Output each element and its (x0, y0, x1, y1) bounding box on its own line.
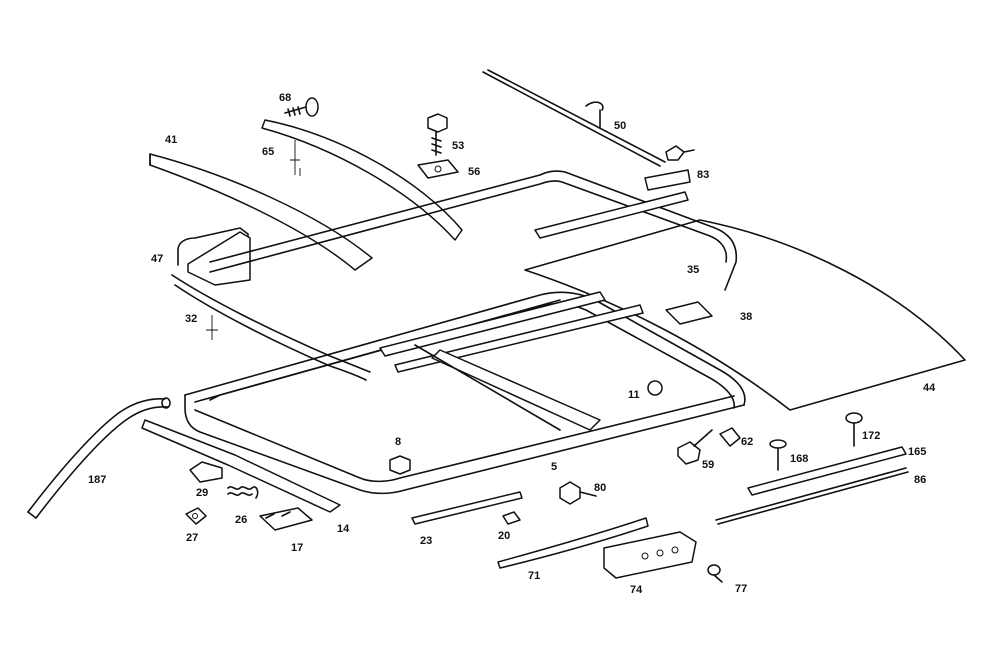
main-frame-5 (184, 291, 746, 495)
guide-17 (259, 507, 313, 531)
label-38: 38 (740, 311, 752, 323)
label-47: 47 (151, 253, 163, 265)
hex-screw-53 (427, 113, 448, 156)
bolt-80 (559, 481, 597, 505)
cable-23 (411, 491, 523, 525)
clip-20 (502, 511, 521, 525)
clip-38 (665, 301, 713, 325)
trim-bar-41 (149, 153, 373, 271)
clip-83 (665, 145, 695, 161)
label-68: 68 (279, 92, 291, 104)
frame-rail-47 (177, 227, 251, 286)
screw-172 (845, 412, 863, 447)
label-74: 74 (630, 584, 643, 596)
label-8: 8 (395, 436, 401, 448)
spring-26 (227, 486, 259, 499)
bracket-29 (189, 461, 223, 483)
label-27: 27 (186, 532, 198, 544)
screw-68 (284, 97, 319, 117)
label-20: 20 (498, 530, 510, 542)
label-56: 56 (468, 166, 480, 178)
clip-11 (647, 380, 663, 396)
label-29: 29 (196, 487, 208, 499)
label-53: 53 (452, 140, 464, 152)
label-23: 23 (420, 535, 432, 547)
cable-71 (497, 517, 649, 569)
frame-rail-32 (171, 274, 371, 381)
glass-panel-44 (524, 219, 966, 411)
curved-rail-65 (261, 119, 463, 241)
side-rail-14 (141, 419, 341, 513)
label-35: 35 (687, 264, 699, 276)
label-44: 44 (923, 382, 936, 394)
label-187: 187 (88, 474, 106, 486)
strip-165 (747, 446, 907, 496)
seal-strip-187 (27, 397, 171, 519)
label-5: 5 (551, 461, 557, 473)
rear-frame (209, 169, 738, 291)
label-80: 80 (594, 482, 606, 494)
strip-86 (715, 467, 909, 525)
bolt-59 (677, 429, 713, 465)
label-86: 86 (914, 474, 926, 486)
label-71: 71 (528, 570, 540, 582)
label-172: 172 (862, 430, 880, 442)
label-62: 62 (741, 436, 753, 448)
screw-168 (769, 439, 787, 471)
screw-77 (707, 564, 723, 583)
label-26: 26 (235, 514, 247, 526)
label-65: 65 (262, 146, 274, 158)
label-165: 165 (908, 446, 926, 458)
clip-56 (417, 159, 459, 179)
label-11: 11 (628, 389, 640, 401)
bolt-8 (389, 455, 411, 475)
strip-50 (482, 69, 666, 167)
label-17: 17 (291, 542, 303, 554)
part-labels: 187 41 47 32 68 65 53 56 50 83 35 38 44 … (88, 92, 936, 596)
label-168: 168 (790, 453, 808, 465)
label-32: 32 (185, 313, 197, 325)
label-14: 14 (337, 523, 350, 535)
label-41: 41 (165, 134, 177, 146)
nut-62 (719, 427, 741, 447)
motor-74 (603, 531, 697, 579)
label-50: 50 (614, 120, 626, 132)
clip-27 (185, 507, 207, 525)
label-77: 77 (735, 583, 747, 595)
label-59: 59 (702, 459, 714, 471)
label-83: 83 (697, 169, 709, 181)
